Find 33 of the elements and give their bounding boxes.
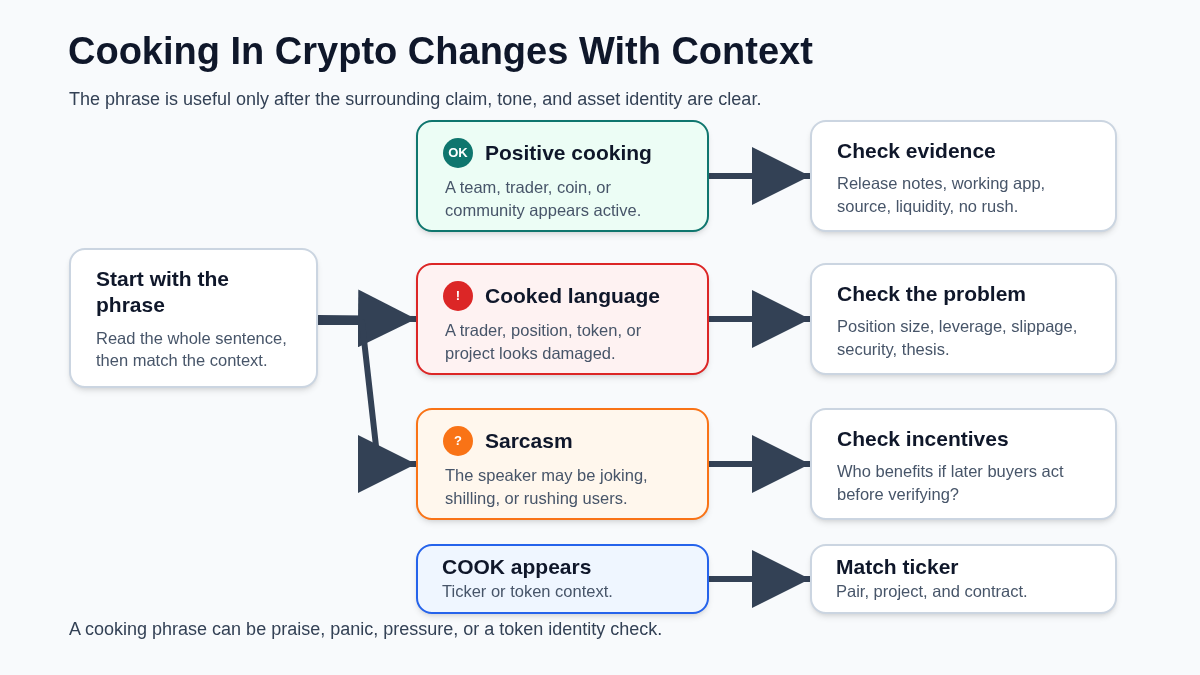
node-heading: Match ticker: [836, 554, 959, 580]
node-heading: Cooked language: [485, 282, 661, 309]
node-description: Read the whole sentence, then match the context.: [96, 327, 288, 372]
node-description: Release notes, working app, source, liquidity, no rush.: [837, 173, 1047, 217]
process-box: [416, 120, 709, 232]
node-heading: COOK appears: [442, 554, 592, 580]
process-box: [69, 248, 318, 388]
node-heading: Sarcasm: [485, 427, 573, 454]
process-box: [810, 263, 1117, 375]
status-badge: ?: [443, 426, 473, 456]
node-description: A trader, position, token, or project looks damaged.: [444, 320, 643, 364]
footer-note: A cooking phrase can be praise, panic, pressure, or a token identity check.: [69, 618, 663, 641]
status-badge: OK: [443, 138, 473, 168]
subtitle: The phrase is useful only after the surrounding claim, tone, and asset identity are clear.: [69, 88, 762, 111]
node-description: Who benefits if later buyers act before verifying?: [837, 461, 1065, 505]
status-badge: !: [443, 281, 473, 311]
process-box: [416, 544, 709, 614]
process-box: [810, 120, 1117, 232]
process-box: [416, 408, 709, 520]
process-box: [810, 408, 1117, 520]
process-box: [810, 544, 1117, 614]
node-description: The speaker may be joking, shilling, or rushing users.: [444, 465, 649, 509]
node-heading: Positive cooking: [485, 139, 652, 166]
node-description: Ticker or token context.: [442, 581, 614, 603]
node-heading: Check incentives: [837, 426, 1009, 452]
node-heading: Start with the phrase: [96, 266, 230, 319]
node-description: Position size, leverage, slippage, security, thesis.: [837, 316, 1079, 360]
node-description: A team, trader, coin, or community appears active.: [444, 177, 643, 221]
title: Cooking In Crypto Changes With Context: [68, 29, 813, 74]
node-description: Pair, project, and contract.: [836, 581, 1029, 603]
process-box: [416, 263, 709, 375]
node-heading: Check evidence: [837, 138, 996, 164]
node-heading: Check the problem: [837, 281, 1027, 307]
